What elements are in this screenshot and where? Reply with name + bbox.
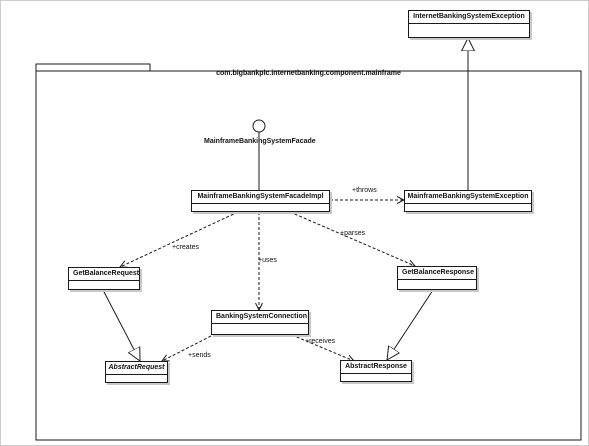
class-get-balance-response[interactable]: GetBalanceResponse [397,266,477,290]
class-mainframe-banking-system-facade-impl[interactable]: MainframeBankingSystemFacadeImpl [191,190,330,212]
interface-lollipop-circle [252,119,266,133]
generalization-request [102,289,140,361]
label-parses: +parses [340,230,366,237]
class-mainframe-banking-system-exception[interactable]: MainframeBankingSystemException [404,190,532,212]
class-name: BankingSystemConnection [212,311,308,324]
class-name: InternetBankingSystemException [409,11,529,24]
generalization-response [387,289,434,360]
dependency-receives [291,334,354,361]
label-creates: +creates [172,244,200,251]
class-banking-system-connection[interactable]: BankingSystemConnection [211,310,309,335]
class-name: AbstractRequest [106,362,167,375]
class-name: GetBalanceResponse [398,267,476,280]
label-uses: +uses [258,257,277,264]
class-name: GetBalanceRequest [69,268,139,281]
package-frame [35,63,582,441]
class-get-balance-request[interactable]: GetBalanceRequest [68,267,140,290]
class-name: AbstractResponse [341,361,411,374]
class-internet-banking-system-exception[interactable]: InternetBankingSystemException [408,10,530,38]
class-name: MainframeBankingSystemException [405,191,531,204]
dependency-sends [162,335,212,361]
class-abstract-response[interactable]: AbstractResponse [340,360,412,382]
interface-name: MainframeBankingSystemFacade [204,138,316,145]
dependency-creates [120,211,239,267]
label-sends: +sends [188,352,211,359]
label-receives: +receives [305,338,336,345]
class-abstract-request[interactable]: AbstractRequest [105,361,168,383]
dependency-parses [289,211,415,266]
class-name: MainframeBankingSystemFacadeImpl [192,191,329,204]
label-throws: +throws [352,187,377,194]
package-name: com.bigbankplc.internetbanking.component… [216,70,401,77]
